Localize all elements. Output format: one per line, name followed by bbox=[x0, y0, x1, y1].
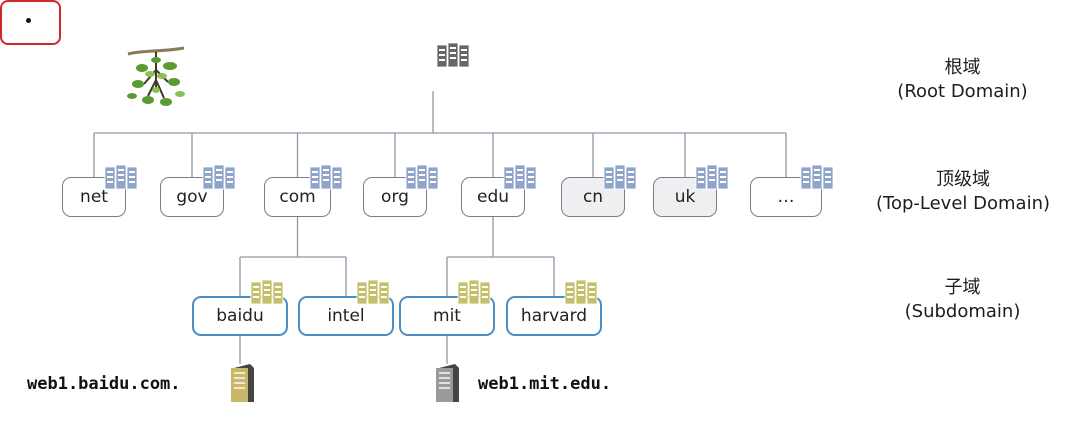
sub-level-label: 子域 (Subdomain) bbox=[860, 276, 1065, 324]
tld-node-label: edu bbox=[476, 187, 510, 207]
subdomain-node-label: baidu bbox=[216, 306, 264, 326]
subdomain-server-cluster-icon bbox=[356, 279, 390, 305]
tld-server-cluster-icon bbox=[202, 164, 236, 190]
subdomain-node-label: harvard bbox=[520, 306, 588, 326]
root-server-cluster-icon bbox=[436, 42, 470, 68]
tld-node-label: cn bbox=[582, 187, 604, 207]
tld-node-label: org bbox=[381, 187, 409, 207]
tld-server-cluster-icon bbox=[695, 164, 729, 190]
sub-level-english: (Subdomain) bbox=[904, 301, 1021, 322]
subdomain-server-cluster-icon bbox=[250, 279, 284, 305]
tld-level-name: 顶级域 bbox=[936, 169, 990, 190]
subdomain-node-label: mit bbox=[433, 306, 461, 326]
tld-node-label: net bbox=[80, 187, 108, 207]
server-tower-icon bbox=[231, 364, 254, 402]
tld-server-cluster-icon bbox=[800, 164, 834, 190]
tld-server-cluster-icon bbox=[309, 164, 343, 190]
tld-server-cluster-icon bbox=[104, 164, 138, 190]
tree-branch-icon bbox=[127, 46, 185, 106]
subdomain-server-cluster-icon bbox=[457, 279, 491, 305]
tld-node-label: gov bbox=[176, 187, 208, 207]
host-name-mit: web1.mit.edu. bbox=[478, 374, 612, 394]
root-domain-node bbox=[0, 0, 61, 45]
host-name-baidu: web1.baidu.com. bbox=[27, 374, 181, 394]
tld-server-cluster-icon bbox=[503, 164, 537, 190]
subdomain-node-label: intel bbox=[327, 306, 365, 326]
tld-node-label: com bbox=[279, 187, 316, 207]
tld-server-cluster-icon bbox=[405, 164, 439, 190]
tld-level-label: 顶级域 (Top-Level Domain) bbox=[852, 168, 1074, 216]
root-level-english: (Root Domain) bbox=[897, 81, 1028, 102]
root-level-label: 根域 (Root Domain) bbox=[860, 56, 1065, 104]
root-dot bbox=[26, 18, 31, 23]
tld-node-label: … bbox=[777, 187, 795, 207]
root-level-name: 根域 bbox=[944, 57, 981, 78]
server-tower-icon bbox=[436, 364, 459, 402]
tld-node-label: uk bbox=[674, 187, 696, 207]
tld-server-cluster-icon bbox=[603, 164, 637, 190]
tld-level-english: (Top-Level Domain) bbox=[876, 193, 1050, 214]
sub-level-name: 子域 bbox=[944, 277, 981, 298]
subdomain-server-cluster-icon bbox=[564, 279, 598, 305]
